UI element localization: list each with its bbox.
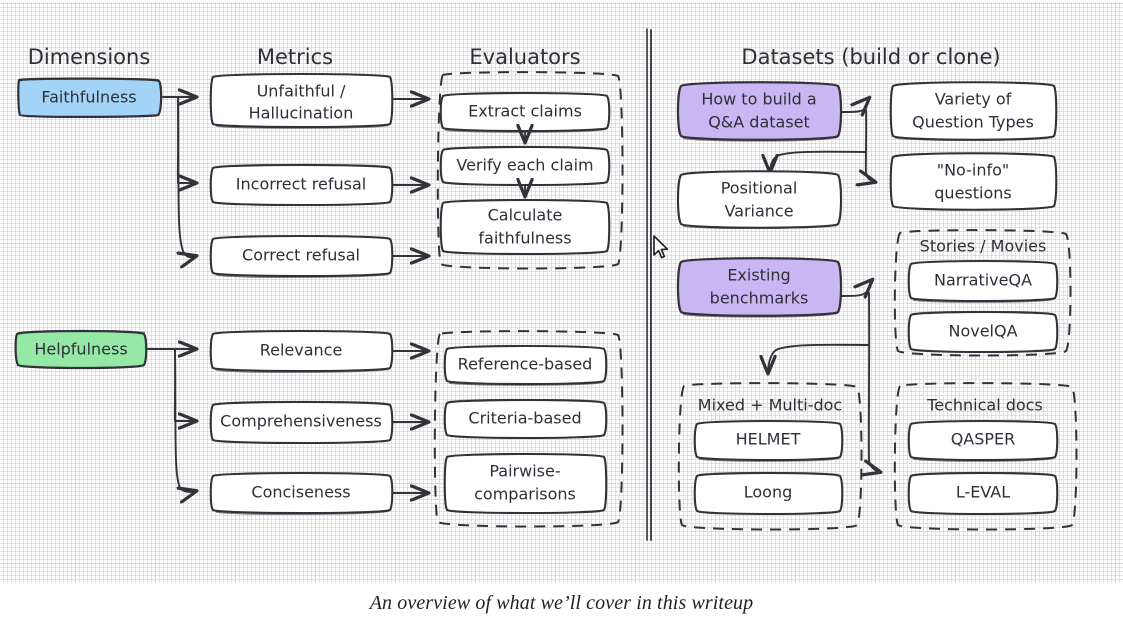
panel-divider <box>646 28 653 541</box>
group-technical-docs: Technical docs <box>893 382 1078 531</box>
node-dataset-qasper[interactable]: QASPER <box>907 419 1059 462</box>
metric-label-line2: Hallucination <box>249 104 354 123</box>
dataset-source-label-line2: Q&A dataset <box>708 113 810 132</box>
dataset-label-line2: Question Types <box>912 113 1034 132</box>
node-dataset-helmet[interactable]: HELMET <box>693 419 844 462</box>
dataset-label-line1: Positional <box>721 179 798 198</box>
evaluator-label: Criteria-based <box>468 409 581 428</box>
dataset-source-label-line1: How to build a <box>701 90 816 109</box>
mouse-cursor-icon <box>653 235 669 259</box>
node-metric-relevance[interactable]: Relevance <box>209 329 394 374</box>
metric-label: Conciseness <box>251 483 350 502</box>
dataset-label-line1: Variety of <box>935 90 1012 109</box>
header-dimensions: Dimensions <box>28 45 151 69</box>
connector-metrics-evaluators-faithfulness <box>392 99 428 256</box>
node-dataset-build-source[interactable]: How to build a Q&A dataset <box>676 81 843 142</box>
node-dataset-variety[interactable]: Variety of Question Types <box>889 81 1058 141</box>
connector-metrics-evaluators-helpfulness <box>392 351 428 493</box>
header-evaluators: Evaluators <box>469 45 580 69</box>
node-evaluator-calculate-faithfulness[interactable]: Calculate faithfulness <box>439 198 611 256</box>
node-dataset-clone-source[interactable]: Existing benchmarks <box>676 257 843 318</box>
dataset-label: Loong <box>744 483 793 502</box>
evaluator-label: Extract claims <box>468 102 582 121</box>
evaluator-label: Reference-based <box>458 355 593 374</box>
overview-diagram: Dimensions Metrics Evaluators Datasets (… <box>14 28 1078 541</box>
dataset-label: QASPER <box>951 430 1016 449</box>
node-metric-comprehensiveness[interactable]: Comprehensiveness <box>209 400 394 445</box>
node-dataset-novelqa[interactable]: NovelQA <box>907 310 1059 354</box>
dataset-source-label-line1: Existing <box>727 266 790 285</box>
node-metric-incorrect-refusal[interactable]: Incorrect refusal <box>209 163 394 207</box>
evaluator-label-line1: Pairwise- <box>489 462 560 481</box>
dataset-label-line1: "No-info" <box>937 161 1010 180</box>
dataset-source-label-line2: benchmarks <box>710 289 809 308</box>
node-metric-conciseness[interactable]: Conciseness <box>209 471 394 516</box>
node-evaluator-reference-based[interactable]: Reference-based <box>443 344 608 386</box>
group-title: Mixed + Multi-doc <box>698 396 842 415</box>
group-evaluators-helpfulness <box>433 330 624 528</box>
group-mixed-multidoc: Mixed + Multi-doc <box>677 382 863 531</box>
metric-label-line1: Unfaithful / <box>257 82 346 101</box>
node-dataset-narrativeqa[interactable]: NarrativeQA <box>907 259 1059 303</box>
node-evaluator-verify-claim[interactable]: Verify each claim <box>439 145 611 187</box>
connector-clone-groups <box>768 280 880 472</box>
node-dataset-loong[interactable]: Loong <box>693 471 844 516</box>
evaluator-label: Verify each claim <box>456 156 593 175</box>
dimension-label: Faithfulness <box>41 88 136 107</box>
dataset-label: NarrativeQA <box>934 271 1032 290</box>
dataset-label: L-EVAL <box>956 483 1010 502</box>
node-dimension-helpfulness[interactable]: Helpfulness <box>14 329 148 370</box>
node-evaluator-pairwise-comparisons[interactable]: Pairwise- comparisons <box>443 452 608 515</box>
evaluator-label-line2: faithfulness <box>478 229 571 248</box>
evaluator-label-line1: Calculate <box>488 206 563 225</box>
metric-label: Comprehensiveness <box>220 412 382 431</box>
dataset-label: NovelQA <box>948 322 1017 341</box>
dimension-label: Helpfulness <box>34 340 127 359</box>
header-metrics: Metrics <box>257 45 333 69</box>
dataset-label: HELMET <box>736 430 801 449</box>
connector-helpfulness-metrics <box>147 349 196 492</box>
header-datasets: Datasets (build or clone) <box>741 45 1000 69</box>
group-stories-movies: Stories / Movies <box>893 229 1072 357</box>
node-dataset-no-info[interactable]: "No-info" questions <box>889 152 1058 211</box>
evaluator-label-line2: comparisons <box>474 485 576 504</box>
metric-label-line1: Incorrect refusal <box>236 175 366 194</box>
node-evaluator-criteria-based[interactable]: Criteria-based <box>443 398 608 440</box>
group-title: Stories / Movies <box>920 237 1047 256</box>
node-metric-correct-refusal[interactable]: Correct refusal <box>209 234 394 279</box>
dataset-label-line2: Variance <box>724 202 793 221</box>
group-evaluators-faithfulness <box>436 71 624 270</box>
node-dimension-faithfulness[interactable]: Faithfulness <box>17 77 163 118</box>
metric-label: Relevance <box>260 341 343 360</box>
connector-build-targets <box>770 98 875 182</box>
node-evaluator-extract-claims[interactable]: Extract claims <box>439 91 611 133</box>
group-title: Technical docs <box>926 396 1043 415</box>
figure-caption: An overview of what we’ll cover in this … <box>369 592 754 614</box>
node-metric-unfaithful[interactable]: Unfaithful / Hallucination <box>209 72 394 129</box>
dataset-label-line2: questions <box>934 184 1011 203</box>
node-dataset-leval[interactable]: L-EVAL <box>907 471 1059 516</box>
node-dataset-positional-variance[interactable]: Positional Variance <box>676 170 843 230</box>
metric-label-line1: Correct refusal <box>242 246 360 265</box>
connector-faithfulness-metrics <box>162 97 196 257</box>
